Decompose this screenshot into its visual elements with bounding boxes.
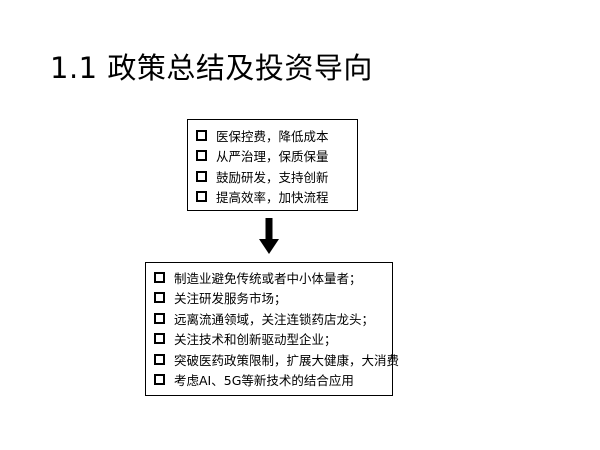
list-item-text: 考虑AI、5G等新技术的结合应用 — [174, 373, 354, 389]
list-item-text: 关注研发服务市场； — [174, 291, 287, 307]
hollow-square-bullet-icon — [196, 170, 207, 182]
list-item: 突破医药政策限制，扩展大健康，大消费 — [154, 349, 399, 370]
list-item-text: 从严治理，保质保量 — [216, 149, 329, 165]
hollow-square-bullet-icon — [154, 333, 165, 345]
policy-summary-box: 医保控费，降低成本 从严治理，保质保量 鼓励研发，支持创新 提高效率，加快流程 — [187, 119, 358, 211]
hollow-square-bullet-icon — [196, 150, 207, 162]
list-item-text: 远离流通领域，关注连锁药店龙头； — [174, 311, 375, 327]
list-item: 考虑AI、5G等新技术的结合应用 — [154, 370, 392, 391]
list-item-text: 突破医药政策限制，扩展大健康，大消费 — [174, 352, 400, 368]
hollow-square-bullet-icon — [196, 129, 207, 141]
hollow-square-bullet-icon — [154, 374, 165, 386]
list-item-text: 关注技术和创新驱动型企业； — [174, 332, 337, 348]
down-arrow-icon — [259, 218, 279, 254]
hollow-square-bullet-icon — [154, 292, 165, 304]
list-item: 关注技术和创新驱动型企业； — [154, 329, 392, 350]
list-item: 从严治理，保质保量 — [196, 146, 357, 167]
list-item: 制造业避免传统或者中小体量者； — [154, 267, 392, 288]
list-item: 提高效率，加快流程 — [196, 187, 357, 208]
investment-direction-box: 制造业避免传统或者中小体量者； 关注研发服务市场； 远离流通领域，关注连锁药店龙… — [145, 262, 399, 396]
list-item-text: 制造业避免传统或者中小体量者； — [174, 270, 362, 286]
hollow-square-bullet-icon — [196, 191, 207, 203]
list-item: 远离流通领域，关注连锁药店龙头； — [154, 308, 392, 329]
list-item: 鼓励研发，支持创新 — [196, 166, 357, 187]
hollow-square-bullet-icon — [154, 312, 165, 324]
list-item-text: 医保控费，降低成本 — [216, 128, 329, 144]
hollow-square-bullet-icon — [154, 271, 165, 283]
slide-title: 1.1 政策总结及投资导向 — [50, 51, 373, 85]
list-item-text: 提高效率，加快流程 — [216, 190, 329, 206]
list-item: 医保控费，降低成本 — [196, 125, 357, 146]
hollow-square-bullet-icon — [154, 353, 165, 365]
list-item: 关注研发服务市场； — [154, 288, 392, 309]
list-item-text: 鼓励研发，支持创新 — [216, 169, 329, 185]
